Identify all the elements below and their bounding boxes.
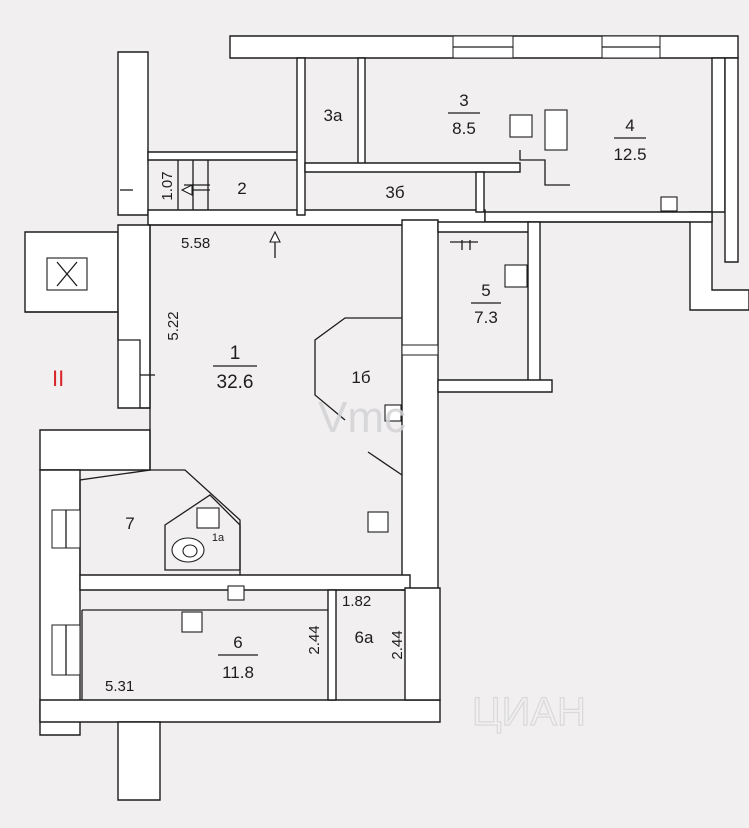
dim-2-44-left: 2.44 xyxy=(306,625,323,654)
room-1-number: 1 xyxy=(230,343,241,364)
room-3a-number: 3а xyxy=(324,106,343,125)
stair-mark: II xyxy=(52,366,64,391)
walls xyxy=(24,35,749,801)
room-3-area: 8.5 xyxy=(452,119,476,138)
dim-1-82: 1.82 xyxy=(342,593,371,610)
windows xyxy=(51,35,661,676)
dim-5-22: 5.22 xyxy=(165,311,182,340)
room-7-number: 7 xyxy=(125,514,134,533)
room-1a-number: 1а xyxy=(212,532,225,544)
room-6a-number: 6а xyxy=(355,628,374,647)
room-1-area: 32.6 xyxy=(217,372,254,393)
room-labels: 3а 3 8.5 4 12.5 2 3б 5 7.3 1 32.6 1б 7 1… xyxy=(125,91,646,682)
dim-1-07: 1.07 xyxy=(159,171,176,200)
room-1b-number: 1б xyxy=(351,368,370,387)
room-4-area: 12.5 xyxy=(613,145,646,164)
room-2-number: 2 xyxy=(237,179,246,198)
room-5-area: 7.3 xyxy=(474,308,498,327)
dim-5-58: 5.58 xyxy=(181,235,210,252)
room-4-number: 4 xyxy=(625,116,634,135)
room-6-number: 6 xyxy=(233,633,242,652)
room-3-number: 3 xyxy=(459,91,468,110)
dimension-labels: 1.07 5.58 5.22 1.82 2.44 2.44 5.31 xyxy=(105,171,406,695)
fixtures xyxy=(46,109,678,633)
room-3b-number: 3б xyxy=(385,183,404,202)
watermark-logo-icon: ЦИАН xyxy=(472,690,586,734)
dim-2-44-right: 2.44 xyxy=(389,630,406,659)
room-outlines xyxy=(25,221,690,700)
watermark: Vmc xyxy=(318,393,406,442)
dim-5-31: 5.31 xyxy=(105,678,134,695)
room-6-area: 11.8 xyxy=(222,663,254,682)
room-5-number: 5 xyxy=(481,281,490,300)
